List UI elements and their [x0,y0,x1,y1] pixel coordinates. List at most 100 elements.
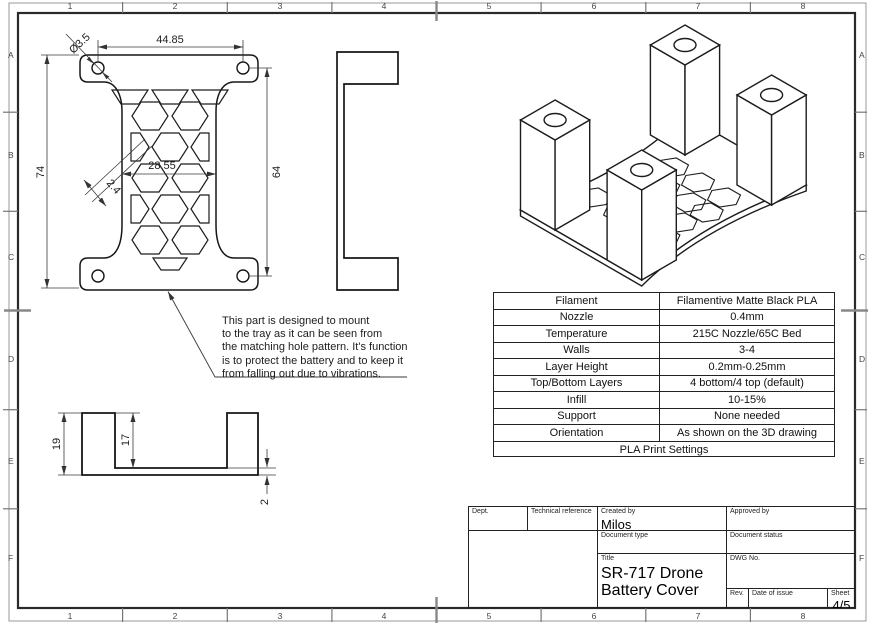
diameter-arrows [86,56,110,80]
title-label: Title [601,555,614,562]
document-type-cell: Document type [598,531,727,554]
print-settings-table: Filament Filamentive Matte Black PLA Noz… [493,292,835,457]
annotation-note: This part is designed to mount to the tr… [222,315,422,381]
iso-post-far [649,24,721,157]
dim-height-right: 64 [271,166,283,178]
grid-row-label: F [859,553,865,563]
setting-value: None needed [660,409,834,425]
setting-value: 4 bottom/4 top (default) [660,376,834,392]
setting-value: 10-15% [660,392,834,409]
section-dimension-text: 19 17 2 [51,434,271,505]
grid-col-label: 2 [172,611,178,621]
grid-row-label: A [8,50,14,60]
grid-row-label: B [8,150,14,160]
frame-center-ticks [4,1,868,623]
iso-post-near [605,149,678,282]
grid-col-label: 8 [800,1,806,11]
note-line: is to protect the battery and to keep it [222,354,403,367]
grid-col-label: 4 [381,1,387,11]
front-view: 44.85 Ø3.5 74 64 28.55 2.4 [35,31,407,378]
grid-row-label: E [8,456,14,466]
grid-row-label: D [8,354,15,364]
grid-row-label: A [859,50,865,60]
created-by-label: Created by [601,508,636,515]
note-leader [167,291,407,378]
dim-waist: 28.55 [148,160,176,172]
grid-row-label: B [859,150,865,160]
dim-width-top: 44.85 [156,34,184,46]
note-line: to the tray as it can be seen from [222,328,383,341]
isometric-view [518,24,808,287]
section-dimensions [58,412,276,494]
note-line: from falling out due to vibrations. [222,367,381,380]
grid-row-label: E [859,456,865,466]
setting-value: 3-4 [660,343,834,359]
setting-value: Filamentive Matte Black PLA [660,293,834,310]
sheet-cell: Sheet 4/5 [828,589,855,608]
frame-ticks [3,2,867,622]
setting-label: Top/Bottom Layers [494,375,660,392]
grid-row-label: D [859,354,866,364]
grid-col-label: 4 [381,611,387,621]
drawing-title-line2: Battery Cover [601,582,699,599]
section-view: 19 17 2 [51,412,276,505]
grid-col-label: 7 [695,611,701,621]
grid-col-label: 2 [172,1,178,11]
mount-holes [91,61,250,283]
setting-value: As shown on the 3D drawing [660,425,834,442]
iso-post-left [519,99,592,232]
dim-wall: 2.4 [104,177,123,196]
approved-by-cell: Approved by [727,507,855,531]
setting-value: 0.2mm-0.25mm [660,359,834,376]
grid-col-label: 3 [277,611,283,621]
grid-col-label: 8 [800,611,806,621]
dept-cell: Dept. [469,507,528,531]
grid-col-label: 5 [486,611,492,621]
grid-row-label: F [8,553,14,563]
setting-value: 215C Nozzle/65C Bed [660,326,834,343]
grid-row-label: C [859,252,866,262]
empty-cell [469,531,598,608]
document-status-cell: Document status [727,531,855,554]
dim-total: 19 [51,438,63,450]
created-by-cell: Created by Milos Rasic 5/25/2021 [598,507,727,531]
setting-label: Walls [494,342,660,359]
grid-col-label: 1 [67,611,73,621]
setting-label: Support [494,408,660,425]
dwg-no-cell: DWG No. [727,554,855,589]
grid-col-label: 6 [591,611,597,621]
date-of-issue-cell: Date of issue [749,589,828,608]
rev-cell: Rev. [727,589,749,608]
grid-col-label: 1 [67,1,73,11]
technical-reference-cell: Technical reference [528,507,598,531]
sheet-label: Sheet [831,590,850,597]
setting-label: Temperature [494,326,660,343]
dim-height-left: 74 [35,166,47,178]
title-block: Dept. Technical reference Created by Mil… [468,506,855,608]
dim-inner: 17 [120,434,132,446]
setting-label: Orientation [494,425,660,442]
side-view [336,51,399,291]
iso-post-right [735,74,808,207]
setting-label: Infill [494,392,660,409]
drawing-title-line3: . [601,599,606,608]
grid-col-label: 7 [695,1,701,11]
dim-hole: Ø3.5 [67,31,93,56]
grid-col-label: 3 [277,1,283,11]
grid-col-label: 6 [591,1,597,11]
note-line: This part is designed to mount [222,315,370,327]
sheet-value: 4/5 [832,598,851,608]
grid-row-label: C [8,252,15,262]
setting-value: 0.4mm [660,310,834,326]
note-line: the matching hole pattern. It's function [222,341,408,354]
setting-label: Layer Height [494,359,660,376]
title-cell: Title SR-717 Drone Battery Cover . [598,554,727,608]
dim-base: 2 [259,499,271,505]
hex-pattern [110,89,230,271]
grid-col-label: 5 [486,1,492,11]
setting-label: Nozzle [494,309,660,326]
table-footer: PLA Print Settings [619,443,709,456]
setting-label: Filament [494,293,660,310]
